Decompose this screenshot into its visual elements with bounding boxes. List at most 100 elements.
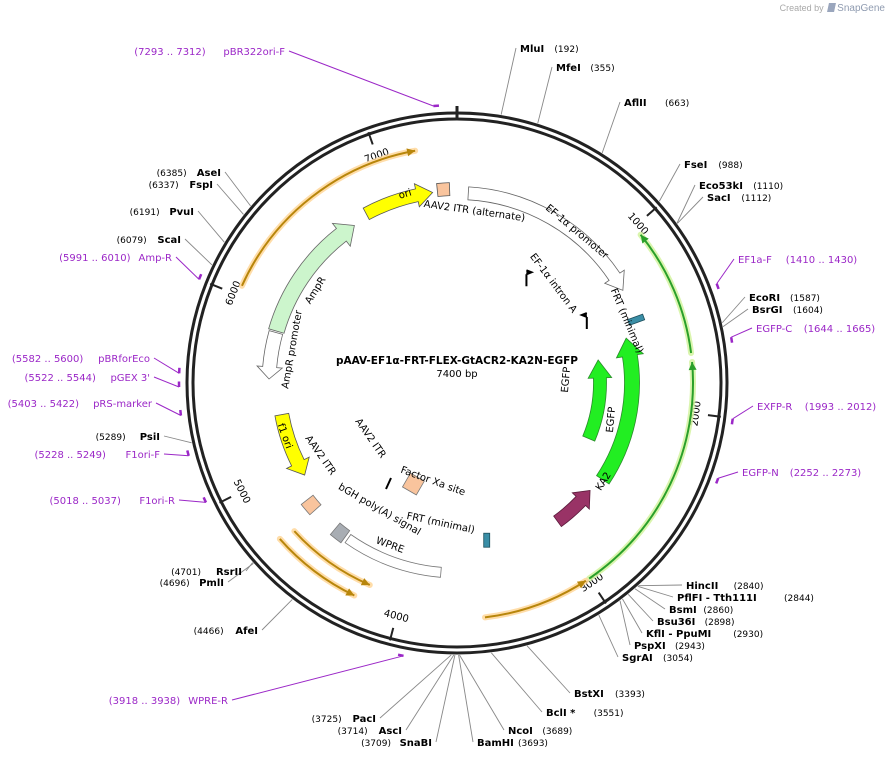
enzyme-site-afei[interactable]: AfeI(4466) [194,599,293,637]
enzyme-position: (5289) [96,433,126,443]
egfp-outer-label: EGFP [605,406,618,433]
enzyme-site-asci[interactable]: AscI(3714) [338,654,455,737]
enzyme-site-snabi[interactable]: SnaBI(3709) [361,654,456,749]
primer-site-prs-marker[interactable]: pRS-marker (5403 .. 5422) [8,399,183,416]
intron-end-icon [579,312,588,329]
enzyme-position: (3725) [312,715,342,725]
primer-site-pbr322ori-f[interactable]: pBR322ori-F(7293 .. 7312) [134,47,440,108]
enzyme-position: (2860) [703,606,733,616]
enzyme-position: (1110) [753,182,783,192]
enzyme-site-pflfi-tth111i[interactable]: PflFI - Tth111I(2844) [637,585,814,604]
snapgene-credit: Created by SnapGene [780,3,885,14]
plasmid-size: 7400 bp [436,369,477,380]
enzyme-site-asei[interactable]: AseI(6385) [157,168,251,207]
enzyme-name: SgrAI [622,653,653,664]
enzyme-name: SnaBI [400,738,432,749]
primer-name: pRS-marker [93,399,153,410]
orf-ampr-gold-b-head [360,578,370,586]
enzyme-site-rsrii[interactable]: RsrII (4701) [171,562,254,578]
primer-binding-mark [186,450,190,457]
primer-range: (5582 .. 5600) [12,354,84,365]
enzyme-site-bamhi[interactable]: BamHI(3693) [458,654,548,749]
enzyme-site-fspi[interactable]: FspI(6337) [149,180,244,215]
primer-site-egfp-c[interactable]: EGFP-C(1644 .. 1665) [729,324,875,343]
primer-binding-mark [197,273,203,280]
enzyme-leader-line [379,654,452,719]
primer-name: EGFP-N [742,468,779,479]
primer-leader-line [175,256,200,280]
enzyme-leader-line [458,654,474,743]
primer-site-wpre-r[interactable]: WPRE-R(3918 .. 3938) [109,653,404,707]
enzyme-name: BsrGI [752,305,782,316]
enzyme-site-hincii[interactable]: HincII(2840) [638,581,764,592]
enzyme-leader-line [405,654,455,731]
enzyme-site-ecori[interactable]: EcoRI(1587) [721,293,820,324]
primer-site-f1ori-r[interactable]: F1ori-R(5018 .. 5037) [49,496,208,507]
enzyme-site-fsei[interactable]: FseI(988) [658,160,743,202]
enzyme-position: (4701) [171,568,201,578]
tick-label: 4000 [382,608,409,625]
primer-range: (5403 .. 5422) [8,399,80,410]
features [256,182,646,578]
enzyme-position: (3054) [663,654,693,664]
enzyme-site-eco53ki[interactable]: Eco53kI(1110) [676,181,783,224]
enzyme-site-kfli-ppumi[interactable]: KflI - PpuMI(2930) [622,598,763,640]
primer-leader-line [716,258,735,285]
credit-brand: SnapGene [837,3,885,14]
enzyme-site-bcli[interactable]: BclI *(3551) [490,652,624,719]
primer-site-pgex-3[interactable]: pGEX 3'(5522 .. 5544) [24,373,181,388]
primer-binding-mark [202,496,208,503]
enzyme-leader-line [500,47,517,115]
bgh-polya-box [329,522,351,544]
enzyme-site-pvui[interactable]: PvuI(6191) [130,207,225,243]
ampr-promoter-arrow [256,330,284,380]
enzyme-name: SacI [707,193,731,204]
enzyme-leader-line [435,654,456,743]
enzyme-site-mfei[interactable]: MfeI(355) [537,63,615,124]
enzyme-site-mlui[interactable]: MluI(192) [500,44,579,115]
primer-site-exfp-r[interactable]: EXFP-R(1993 .. 2012) [730,402,876,425]
primer-range: (3918 .. 3938) [109,696,181,707]
enzyme-name: ScaI [157,235,181,246]
enzyme-name: MfeI [556,63,581,74]
ampr-arrow [268,222,355,334]
ef1a-promoter-label: EF-1α promoter [543,203,611,262]
primer-sites: pBR322ori-F(7293 .. 7312) EF1a-F(1410 .. … [8,47,877,707]
enzyme-site-bsrgi[interactable]: BsrGI(1604) [722,305,823,327]
enzyme-name: MluI [520,44,544,55]
enzyme-name: NcoI [508,726,533,737]
primer-site-f1ori-f[interactable]: F1ori-F(5228 .. 5249) [34,450,190,461]
enzyme-name: PacI [353,714,376,725]
enzyme-site-psii[interactable]: PsiI (5289) [96,432,192,444]
enzyme-leader-line [637,585,674,598]
enzyme-site-pspxi[interactable]: PspXI(2943) [619,600,705,652]
primer-site-ef1a-f[interactable]: EF1a-F(1410 .. 1430) [715,255,858,290]
backbone-outer-ring [185,111,729,655]
enzyme-site-scai[interactable]: ScaI (6079) [117,235,213,266]
enzyme-site-bstxi[interactable]: BstXI(3393) [526,645,645,700]
primer-range: (5522 .. 5544) [24,373,96,384]
tick-mark [707,414,721,418]
primer-site-pbrforeco[interactable]: pBRforEco(5582 .. 5600) [12,354,181,374]
primer-name: F1ori-F [126,450,161,461]
enzyme-site-aflii[interactable]: AflII(663) [601,98,689,154]
enzyme-position: (3689) [542,727,572,737]
enzyme-leader-line [526,645,571,694]
primer-site-egfp-n[interactable]: EGFP-N(2252 .. 2273) [715,468,861,484]
enzyme-name: PsiI [140,432,160,443]
enzyme-site-bsmi[interactable]: BsmI(2860) [634,588,733,616]
enzyme-site-saci[interactable]: SacI(1112) [677,193,771,224]
enzyme-site-paci[interactable]: PacI (3725) [312,654,452,725]
primer-site-amp-r[interactable]: Amp-R(5991 .. 6010) [59,253,203,280]
enzyme-site-ncoi[interactable]: NcoI (3689) [459,654,573,737]
enzyme-position: (6079) [117,236,147,246]
enzyme-name: PmlI [199,578,224,589]
enzyme-leader-line [722,308,749,327]
enzyme-site-bsu36i[interactable]: Bsu36I(2898) [627,594,735,628]
enzyme-name: RsrII [216,567,242,578]
ori-label: ori [397,187,413,201]
enzyme-site-sgrai[interactable]: SgrAI (3054) [598,614,693,664]
ef1a-promoter-arrow [467,186,625,291]
enzyme-leader-line [658,163,681,202]
